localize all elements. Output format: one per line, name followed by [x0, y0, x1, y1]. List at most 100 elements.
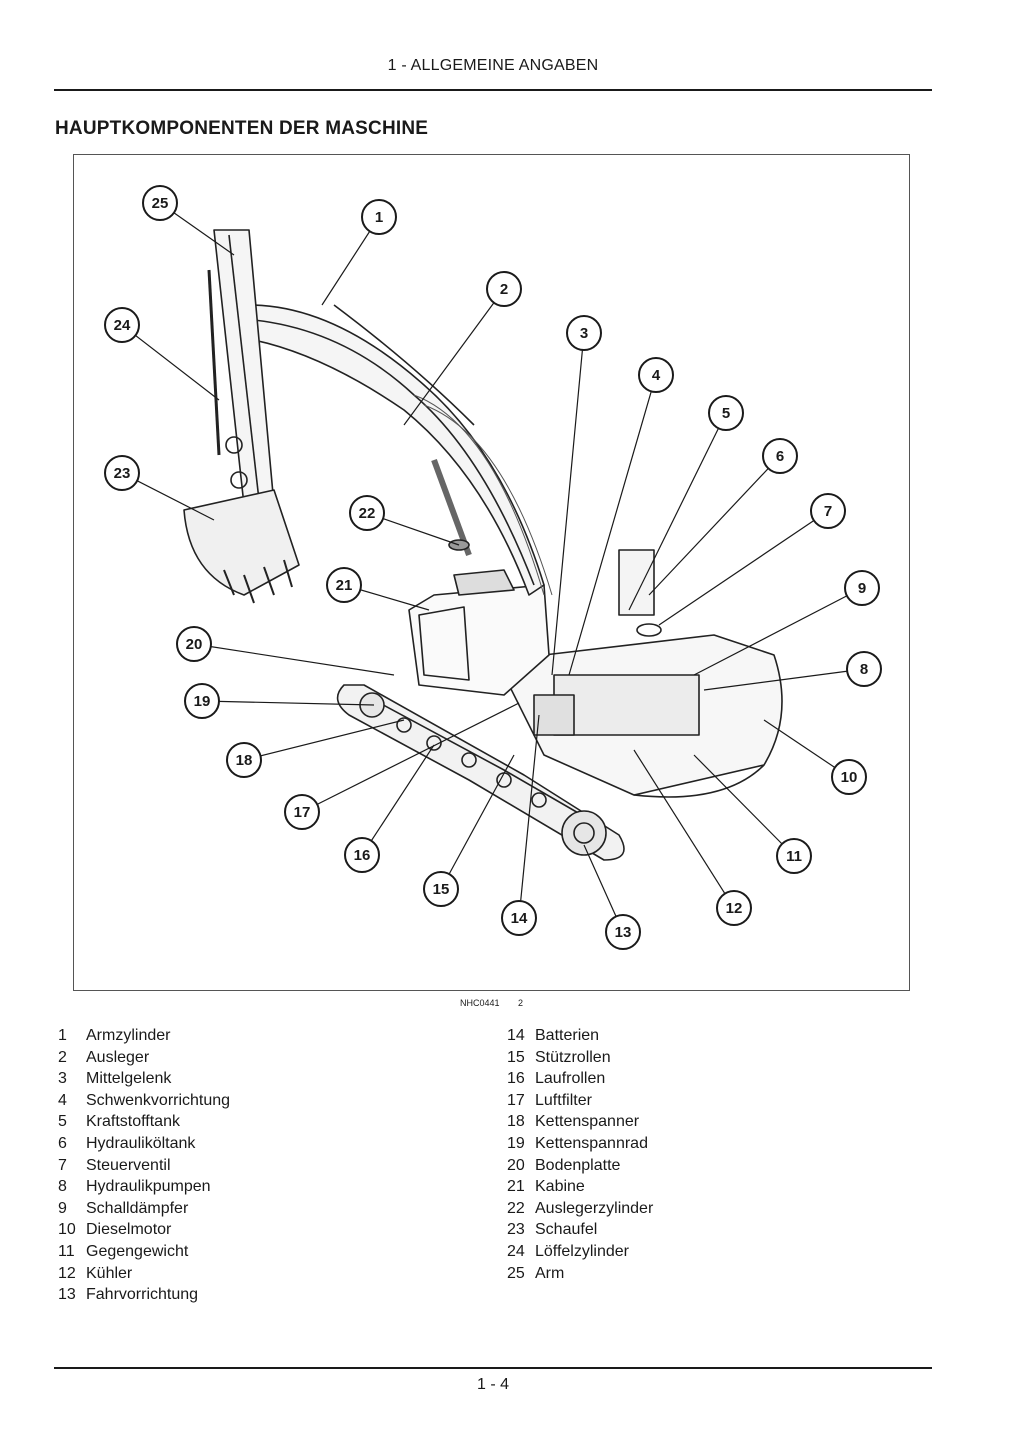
legend-item-label: Schaufel [535, 1221, 598, 1239]
chapter-header: 1 - ALLGEMEINE ANGABEN [387, 57, 599, 74]
legend-item: 12 Kühler [58, 1263, 230, 1285]
legend-item-label: Kühler [86, 1264, 133, 1282]
legend-item-number: 24 [507, 1242, 525, 1260]
legend-item-number: 5 [58, 1113, 67, 1131]
callout-number: 12 [726, 900, 743, 917]
callout-5: 5 [708, 395, 744, 431]
legend-item-number: 9 [58, 1199, 67, 1217]
legend-item: 10 Dieselmotor [58, 1219, 230, 1241]
callout-1: 1 [361, 199, 397, 235]
legend-item-label: Kettenspannrad [535, 1134, 648, 1152]
legend-item: 24 Löffelzylinder [507, 1241, 653, 1263]
legend-item-number: 2 [58, 1048, 67, 1066]
callout-25: 25 [142, 185, 178, 221]
callout-number: 10 [841, 769, 858, 786]
legend-item-label: Dieselmotor [86, 1221, 172, 1239]
callout-number: 14 [511, 910, 528, 927]
callout-number: 20 [186, 636, 203, 653]
callout-number: 4 [652, 367, 661, 384]
callout-number: 13 [615, 924, 632, 941]
callout-number: 15 [433, 881, 450, 898]
legend-item-number: 19 [507, 1134, 525, 1152]
callout-number: 16 [354, 847, 371, 864]
callout-number: 7 [824, 503, 832, 520]
callout-number: 22 [359, 505, 376, 522]
legend-item-label: Schalldämpfer [86, 1199, 189, 1217]
legend-item: 3 Mittelgelenk [58, 1068, 230, 1090]
callout-number: 25 [152, 195, 169, 212]
legend-item-label: Luftfilter [535, 1091, 592, 1109]
legend-item: 1 Armzylinder [58, 1025, 230, 1047]
legend-item-label: Hydrauliköltank [86, 1134, 196, 1152]
legend-item-number: 22 [507, 1199, 525, 1217]
legend-item-number: 20 [507, 1156, 525, 1174]
legend-item-number: 1 [58, 1027, 67, 1044]
legend-item-label: Hydraulikpumpen [86, 1178, 211, 1196]
callout-11: 11 [776, 838, 812, 874]
callout-21: 21 [326, 567, 362, 603]
legend-item: 16 Laufrollen [507, 1068, 653, 1090]
legend-item-number: 16 [507, 1070, 525, 1088]
callout-9: 9 [844, 570, 880, 606]
legend-item-label: Kraftstofftank [86, 1113, 180, 1131]
callout-8: 8 [846, 651, 882, 687]
callout-12: 12 [716, 890, 752, 926]
legend-item-number: 14 [507, 1027, 525, 1044]
page-number: 1 - 4 [476, 1376, 509, 1393]
excavator-illustration: 1234567891011121314151617181920212223242… [104, 185, 882, 950]
callout-number: 11 [786, 848, 802, 865]
callout-number: 19 [194, 693, 211, 710]
callout-number: 1 [375, 209, 383, 226]
callout-number: 24 [114, 317, 131, 334]
legend-item-number: 13 [58, 1286, 76, 1304]
legend-item-number: 23 [507, 1221, 525, 1239]
legend-item-number: 15 [507, 1048, 525, 1066]
figure-code: NHC0441 [460, 998, 500, 1008]
header-rule [54, 89, 932, 91]
legend-item-number: 18 [507, 1113, 525, 1131]
legend-item-label: Steuerventil [86, 1156, 171, 1174]
legend-item-number: 3 [58, 1070, 67, 1088]
legend-item-number: 6 [58, 1134, 67, 1152]
callout-17: 17 [284, 794, 320, 830]
callout-13: 13 [605, 914, 641, 950]
callout-number: 2 [500, 281, 508, 298]
legend-item-label: Gegengewicht [86, 1242, 189, 1260]
legend-item: 9 Schalldämpfer [58, 1198, 230, 1220]
legend-item-label: Batterien [535, 1027, 600, 1044]
legend-item-number: 21 [507, 1178, 525, 1196]
callout-24: 24 [104, 307, 140, 343]
legend-item-label: Löffelzylinder [535, 1242, 629, 1260]
bucket-outline [183, 489, 300, 596]
callout-22: 22 [349, 495, 385, 531]
callout-number: 5 [722, 405, 730, 422]
legend-item-number: 4 [58, 1091, 67, 1109]
callout-7: 7 [810, 493, 846, 529]
callout-number: 9 [858, 580, 866, 597]
legend-item-number: 12 [58, 1264, 76, 1282]
callout-18: 18 [226, 742, 262, 778]
legend-item-label: Armzylinder [86, 1027, 171, 1044]
legend-item-label: Stützrollen [535, 1048, 611, 1066]
callout-14: 14 [501, 900, 537, 936]
section-title: HAUPTKOMPONENTEN DER MASCHINE [55, 118, 429, 139]
cabin-outline [408, 584, 550, 696]
callout-group: 1234567891011121314151617181920212223242… [104, 185, 882, 950]
legend-item-label: Mittelgelenk [86, 1070, 172, 1088]
legend-item-label: Laufrollen [535, 1070, 606, 1088]
callout-number: 21 [336, 577, 353, 594]
callout-number: 3 [580, 325, 588, 342]
callout-2: 2 [486, 271, 522, 307]
footer-rule [54, 1367, 932, 1369]
boom-outline [248, 304, 545, 596]
legend-item: 15 Stützrollen [507, 1047, 653, 1069]
legend-item-number: 10 [58, 1221, 76, 1239]
legend-item-number: 17 [507, 1091, 525, 1109]
